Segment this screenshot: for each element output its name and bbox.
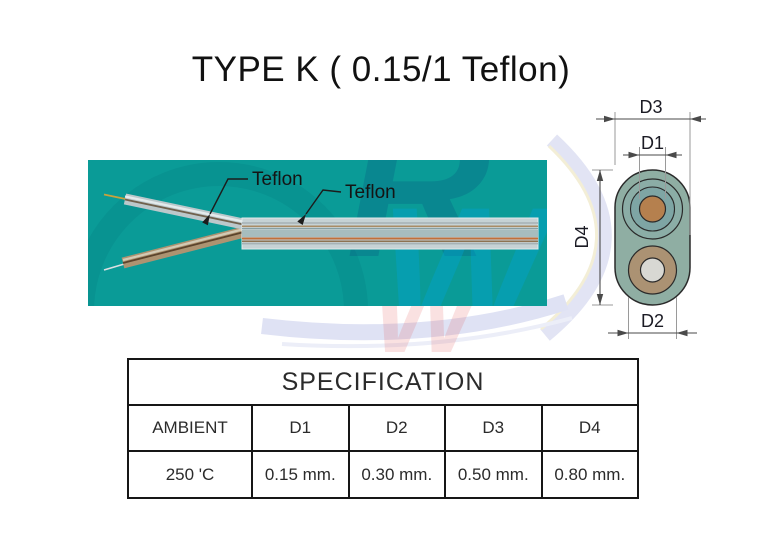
watermark-swoosh [261,294,569,341]
bare-wire-top [103,193,129,201]
d2-arrow-left [617,329,629,337]
bare-wire-bottom [103,262,127,271]
spec-value-ambient: 250 'C [165,464,215,484]
spec-header-d4: D4 [540,406,638,450]
leader-line-1 [209,178,248,215]
cable-stripe [242,243,538,245]
wire-bottom-core-line [122,230,249,264]
leader-arrow-1 [202,214,210,226]
teflon-label-1: Teflon [252,169,303,190]
leader-arrow-2 [297,214,306,225]
cable-stripe [242,240,538,243]
spec-value-d2: 0.30 mm. [347,452,445,497]
watermark-ring-arc [540,134,612,341]
d1-label: D1 [641,133,664,153]
main-cable [241,217,539,250]
watermark-swoosh-thin [281,316,573,349]
specification-table: SPECIFICATION AMBIENT D1 D2 D3 D4 250 'C… [127,358,639,499]
d1-arrow-right [665,151,677,159]
spec-value-d4: 0.80 mm. [540,452,638,497]
teflon-label-2: Teflon [345,182,396,203]
page-title: TYPE K ( 0.15/1 Teflon) [191,50,571,89]
cable-drawing: Teflon Teflon [103,169,539,271]
d3-arrow-right [690,115,701,123]
wire-top-core-line [124,198,249,227]
d2-label: D2 [641,311,664,331]
spec-value-d3: 0.50 mm. [444,452,541,497]
cable-stripe [242,228,538,230]
spec-value-d1: 0.15 mm. [251,452,348,497]
cable-stripe [242,237,538,240]
cable-stripe [242,222,538,224]
spec-header-d2: D2 [347,406,445,450]
d1-arrow-left [628,151,640,159]
leader-line-2 [305,189,342,215]
d4-arrow-bottom [596,294,604,305]
spec-header-ambient: AMBIENT [152,418,228,437]
cross-section-drawing: D3 D1 D4 D2 [575,97,706,339]
wire-bottom-highlight [122,226,249,262]
d2-arrow-right [676,329,688,337]
spec-table-title: SPECIFICATION [129,360,637,406]
d4-label: D4 [575,225,592,248]
bottom-conductor [639,257,666,283]
d4-arrow-top [596,170,604,181]
cable-stripe [242,230,538,237]
cable-stripe [242,225,538,228]
cable-photo-panel: R W [88,160,547,306]
spec-value-row: 250 'C 0.15 mm. 0.30 mm. 0.50 mm. 0.80 m… [129,452,637,497]
spec-header-row: AMBIENT D1 D2 D3 D4 [129,406,637,452]
top-conductor [638,195,667,223]
d3-arrow-left [604,115,615,123]
d3-label: D3 [639,97,662,117]
wire-top-highlight [124,195,249,224]
spec-header-d3: D3 [444,406,541,450]
spec-header-d1: D1 [251,406,348,450]
